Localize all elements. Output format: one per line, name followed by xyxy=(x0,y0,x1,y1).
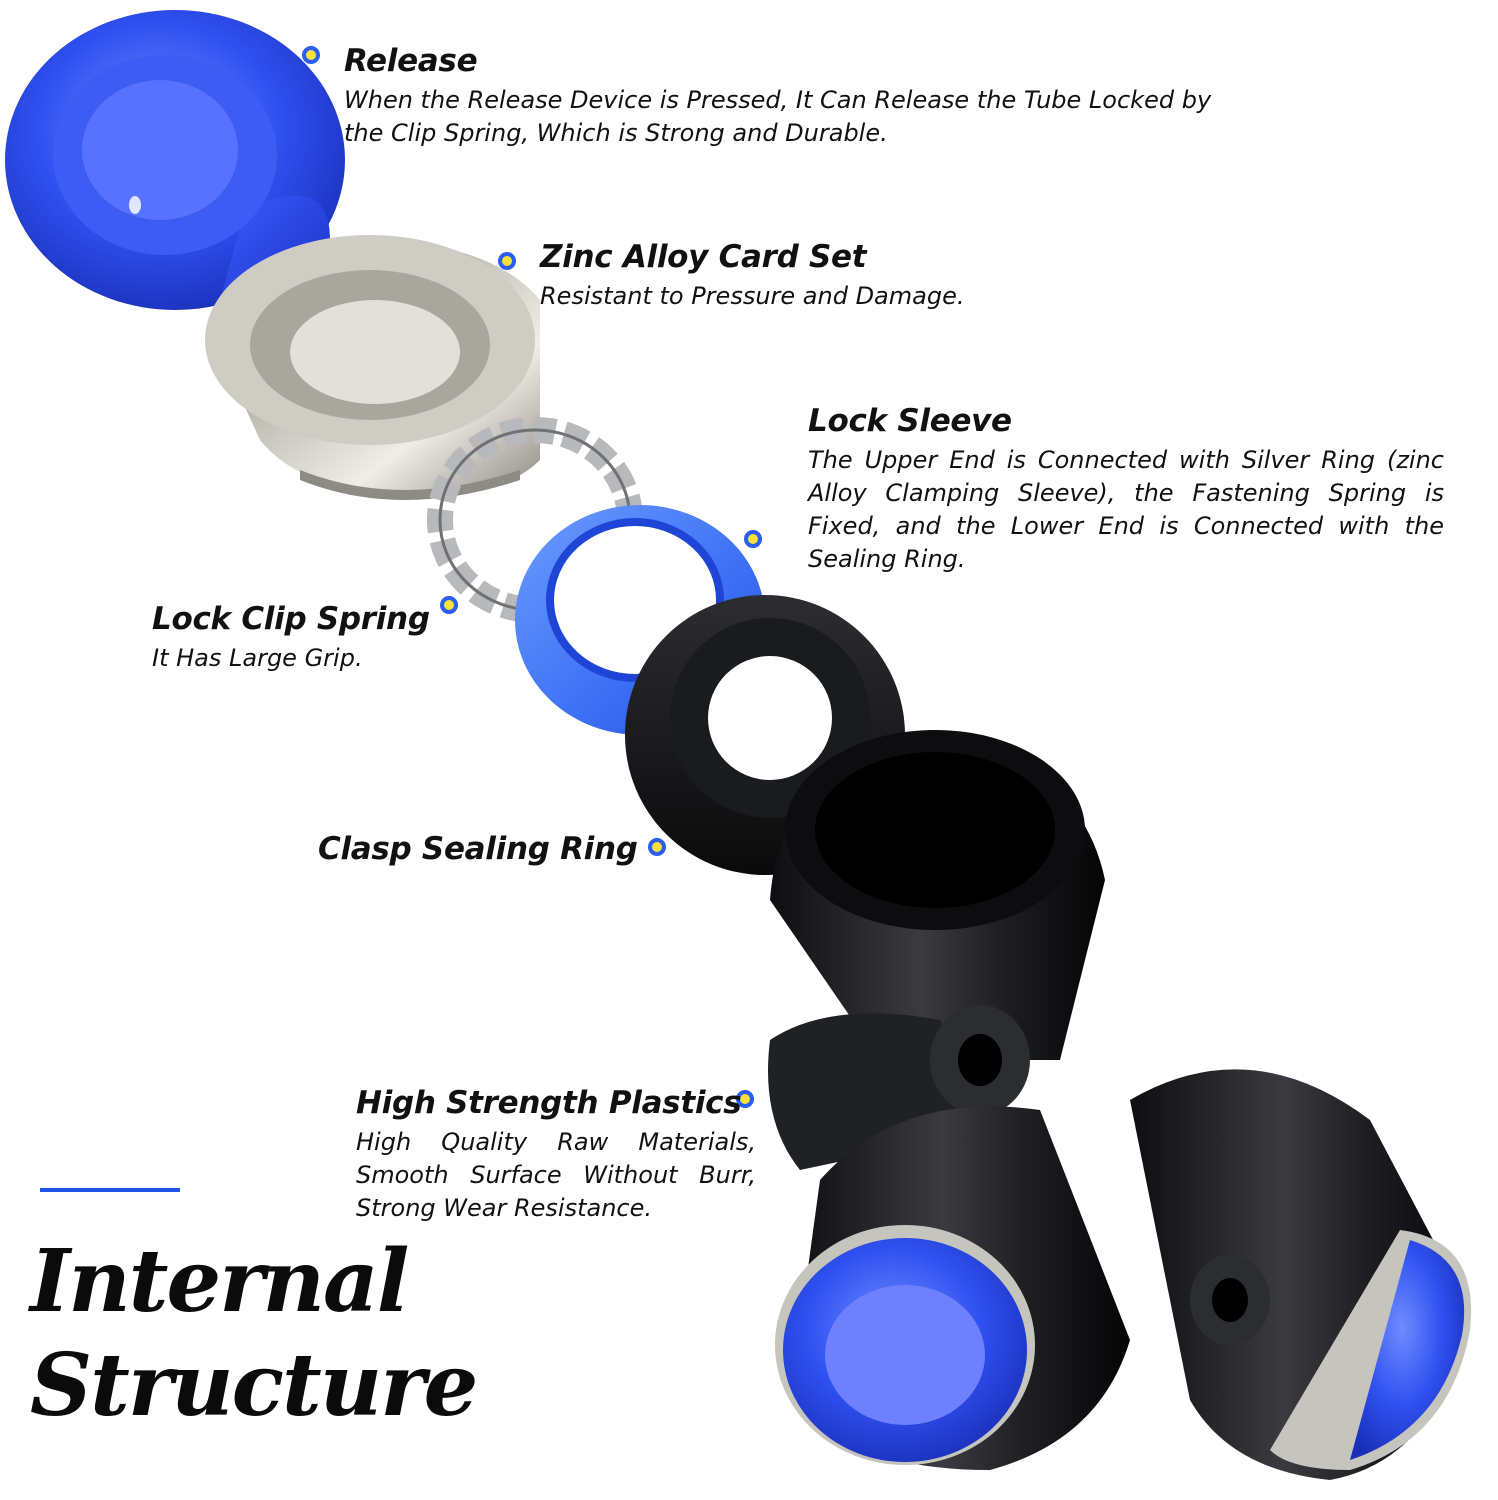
lock-clip-callout: Lock Clip Spring It Has Large Grip. xyxy=(152,602,452,675)
clasp-callout: Clasp Sealing Ring xyxy=(318,832,648,866)
release-marker-dot xyxy=(302,46,320,64)
release-description: When the Release Device is Pressed, It C… xyxy=(344,86,1212,148)
lock-clip-marker-dot xyxy=(440,596,458,614)
high-strength-callout: High Strength Plastics High Quality Raw … xyxy=(356,1086,756,1225)
lock-clip-description: It Has Large Grip. xyxy=(152,644,363,673)
zinc-alloy-marker-dot xyxy=(498,252,516,270)
release-callout: Release When the Release Device is Press… xyxy=(344,44,1224,150)
high-strength-title: High Strength Plastics xyxy=(356,1085,742,1121)
page-heading: Internal Structure xyxy=(30,1230,478,1438)
zinc-alloy-part xyxy=(205,235,540,500)
clasp-marker-dot xyxy=(648,838,666,856)
heading-accent-rule xyxy=(40,1188,180,1192)
heading-line-2: Structure xyxy=(30,1335,478,1436)
high-strength-marker-dot xyxy=(736,1090,754,1108)
zinc-alloy-description: Resistant to Pressure and Damage. xyxy=(540,282,965,311)
release-cap-part xyxy=(5,10,345,310)
zinc-alloy-callout: Zinc Alloy Card Set Resistant to Pressur… xyxy=(540,240,1140,313)
high-strength-description: High Quality Raw Materials, Smooth Surfa… xyxy=(356,1128,756,1223)
lock-sleeve-callout: Lock Sleeve The Upper End is Connected w… xyxy=(808,404,1444,576)
lock-sleeve-title: Lock Sleeve xyxy=(808,403,1012,439)
heading-line-1: Internal xyxy=(30,1231,409,1332)
release-title: Release xyxy=(344,43,478,79)
lock-sleeve-description: The Upper End is Connected with Silver R… xyxy=(808,446,1444,574)
lock-sleeve-marker-dot xyxy=(744,530,762,548)
lock-clip-title: Lock Clip Spring xyxy=(152,601,430,637)
zinc-alloy-title: Zinc Alloy Card Set xyxy=(540,239,867,275)
fitting-body-part xyxy=(768,730,1472,1480)
clasp-title: Clasp Sealing Ring xyxy=(318,831,638,867)
